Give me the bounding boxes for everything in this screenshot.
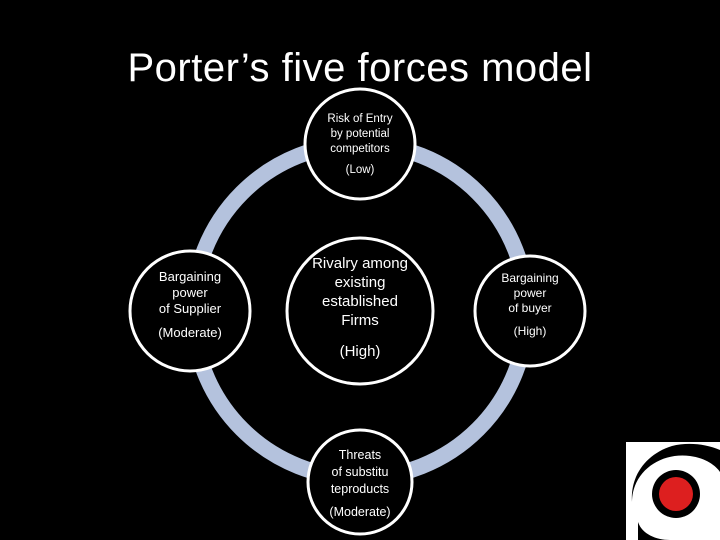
force-label-line: competitors	[330, 143, 390, 155]
force-level: (Low)	[345, 164, 375, 176]
force-label-line: Bargaining	[501, 271, 559, 285]
node-circle-bottom	[306, 428, 414, 536]
force-label-line: power	[172, 285, 208, 300]
force-supplier-power: Bargaining power of Supplier (Moderate)	[128, 245, 252, 365]
force-label-line: of buyer	[508, 301, 552, 315]
force-level: (High)	[339, 342, 381, 360]
corner-logo	[626, 442, 720, 540]
force-label-line: Risk of Entry	[327, 113, 393, 125]
force-label-line: by potential	[330, 128, 390, 140]
force-label-line: of substitu	[331, 465, 389, 479]
force-label-line: Bargaining	[158, 269, 222, 284]
node-circle-left	[128, 249, 252, 373]
force-label-line: established	[322, 292, 398, 310]
force-substitutes: Threats of substitu teproducts (Moderate…	[308, 436, 412, 532]
force-buyer-power: Bargaining power of buyer (High)	[474, 250, 586, 360]
node-circle-top	[303, 87, 417, 201]
node-circle-right	[473, 254, 587, 368]
slide-title: Porter’s five forces model	[127, 46, 593, 90]
force-label-line: Firms	[341, 311, 379, 329]
node-circle-center	[285, 236, 435, 386]
force-level: (High)	[513, 324, 547, 338]
force-risk-of-entry: Risk of Entry by potential competitors (…	[305, 95, 415, 195]
force-label-line: teproducts	[330, 482, 390, 496]
force-label-line: Rivalry among	[312, 254, 408, 272]
force-label-line: of Supplier	[158, 301, 222, 316]
force-label-line: power	[513, 286, 547, 300]
force-level: (Moderate)	[158, 325, 222, 340]
force-label-line: existing	[334, 273, 386, 291]
force-label-line: Threats	[338, 448, 382, 462]
force-level: (Moderate)	[329, 505, 391, 519]
force-rivalry: Rivalry among existing established Firms…	[290, 232, 430, 382]
swirl-logo-icon	[631, 443, 720, 540]
